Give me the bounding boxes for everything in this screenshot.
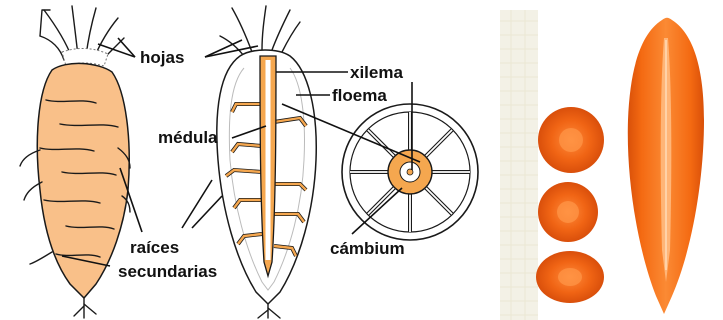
- label-cambium: cámbium: [330, 239, 405, 258]
- cross-section-drawing: [342, 104, 478, 240]
- label-raices: raíces: [130, 238, 179, 257]
- label-medula: médula: [158, 128, 218, 147]
- section-tip-roots: [258, 304, 280, 318]
- label-secundarias: secundarias: [118, 262, 217, 281]
- section-leaf-stems: [220, 6, 300, 56]
- carrot-body: [37, 63, 129, 298]
- carrot-slice-bottom: [536, 251, 604, 303]
- label-xilema: xilema: [350, 63, 403, 82]
- label-floema: floema: [332, 86, 387, 105]
- leaf-stems: [40, 6, 124, 66]
- whole-carrot-drawing: [20, 6, 130, 318]
- carrot-slice-middle: [538, 182, 598, 242]
- longitudinal-section-drawing: [217, 6, 316, 318]
- carrot-slice-top: [538, 107, 604, 173]
- carrot-photo-panel: [500, 10, 723, 320]
- label-hojas: hojas: [140, 48, 184, 67]
